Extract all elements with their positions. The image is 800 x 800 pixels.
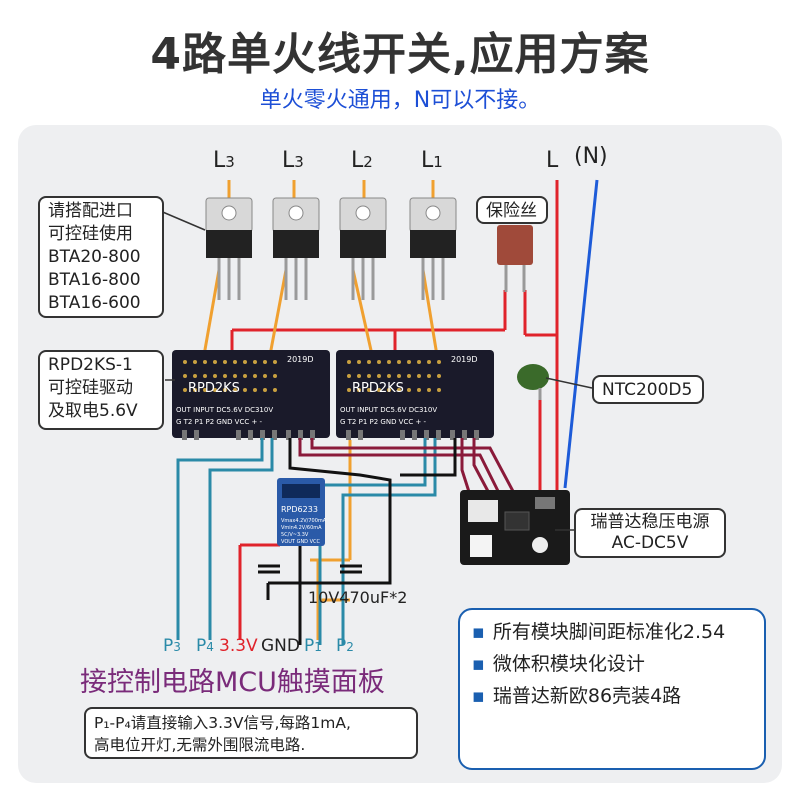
driver-board-1: RPD2KS 2019D OUT INPUT DC5.6V DC310V G T… xyxy=(172,350,330,440)
ldo-module: RPD6233 Vmax4.2V/700mA Vmin4.2V/60mA 5C/… xyxy=(277,478,327,546)
ldo-pins: VOUT GND VCC xyxy=(281,539,321,545)
pin-gnd: GND xyxy=(261,636,300,656)
driver-board-2: RPD2KS 2019D OUT INPUT DC5.6V DC310V G T… xyxy=(336,350,494,440)
bullet-icon: ▪ xyxy=(472,621,485,643)
driver-note: RPD2KS-1 可控硅驱动 及取电5.6V xyxy=(38,350,164,430)
pin-p4: P4 xyxy=(196,636,214,656)
page-subtitle: 单火零火通用，N可以不接。 xyxy=(259,88,541,113)
feature-list: ▪所有模块脚间距标准化2.54 ▪微体积模块化设计 ▪瑞普达新欧86壳装4路 xyxy=(458,608,766,770)
ldo-name: RPD6233 xyxy=(281,505,318,514)
triac-3 xyxy=(339,197,387,258)
pin-p2: P2 xyxy=(336,636,354,656)
ntc-label: NTC200D5 xyxy=(592,375,704,404)
board-year: 2019D xyxy=(451,355,478,364)
label-l3-b: L3 xyxy=(282,148,304,173)
triac-2 xyxy=(272,197,320,258)
triac-4 xyxy=(409,197,457,258)
ldo-spec-3: 5C/V~3.3V xyxy=(281,532,309,538)
neutral-wire xyxy=(563,179,599,489)
bullet-icon: ▪ xyxy=(472,685,485,707)
pin-p3: P3 xyxy=(163,636,181,656)
capacitors xyxy=(258,564,362,574)
label-l1: L1 xyxy=(421,148,443,173)
ldo-spec-1: Vmax4.2V/700mA xyxy=(281,518,327,524)
board-pins-top: OUT INPUT DC5.6V DC310V xyxy=(176,406,273,414)
mcu-label: 接控制电路MCU触摸面板 xyxy=(80,667,385,698)
label-l2: L2 xyxy=(351,148,373,173)
psu-label: 瑞普达稳压电源 AC-DC5V xyxy=(574,508,726,558)
board-name: RPD2KS xyxy=(352,381,404,396)
board-name: RPD2KS xyxy=(188,381,240,396)
label-n: (N) xyxy=(574,144,608,169)
psu-module xyxy=(460,490,570,565)
input-note: P₁-P₄请直接输入3.3V信号,每路1mA, 高电位开灯,无需外围限流电路. xyxy=(84,707,418,759)
board-pins-bottom: G T2 P1 P2 GND VCC + - xyxy=(176,418,263,426)
feature-item: ▪微体积模块化设计 xyxy=(472,653,645,675)
board-year: 2019D xyxy=(287,355,314,364)
fuse-label: 保险丝 xyxy=(476,196,548,224)
triac-note: 请搭配进口 可控硅使用 BTA20-800 BTA16-800 BTA16-60… xyxy=(38,196,164,318)
pin-p1: P1 xyxy=(304,636,322,656)
page-title: 4路单火线开关,应用方案 xyxy=(150,29,650,80)
fuse xyxy=(497,225,533,292)
pin-3v3: 3.3V xyxy=(219,636,258,656)
triac-1 xyxy=(205,197,253,258)
board-pins-top: OUT INPUT DC5.6V DC310V xyxy=(340,406,437,414)
power-wires xyxy=(298,438,517,496)
callout-lines xyxy=(157,209,593,531)
bullet-icon: ▪ xyxy=(472,653,485,675)
feature-item: ▪所有模块脚间距标准化2.54 xyxy=(472,621,726,643)
ntc-thermistor xyxy=(517,364,549,400)
ldo-spec-2: Vmin4.2V/60mA xyxy=(281,525,322,531)
label-l: L xyxy=(546,148,559,173)
ground-wires xyxy=(266,438,457,645)
triac-legs xyxy=(217,255,445,300)
label-l3-a: L3 xyxy=(213,148,235,173)
feature-item: ▪瑞普达新欧86壳装4路 xyxy=(472,685,682,707)
board-pins-bottom: G T2 P1 P2 GND VCC + - xyxy=(340,418,427,426)
live-wires xyxy=(230,180,559,640)
capacitor-label: 10V470uF*2 xyxy=(308,588,408,607)
